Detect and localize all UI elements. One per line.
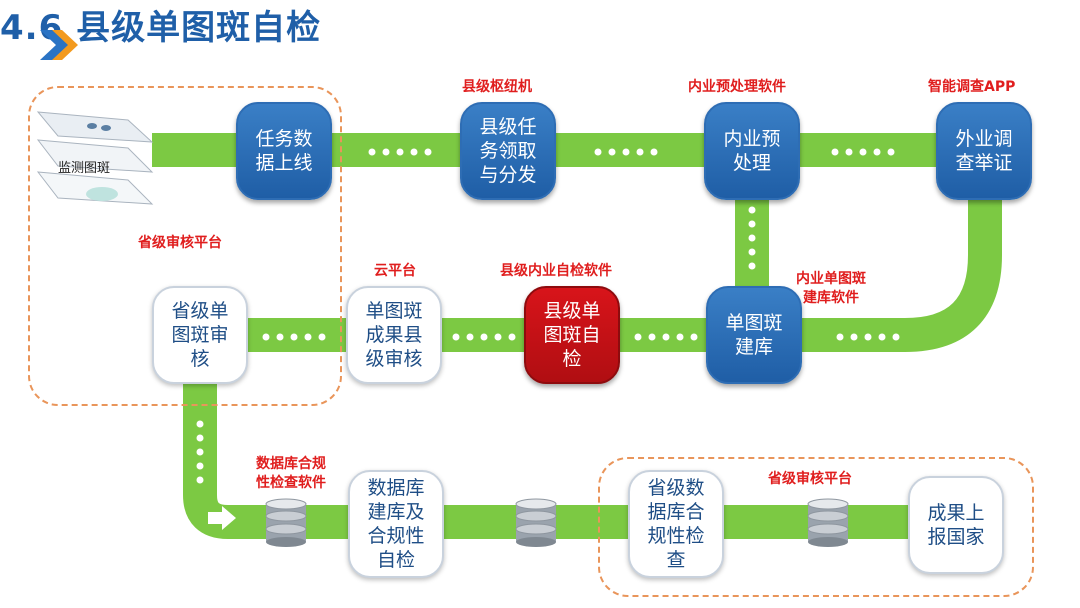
province-platform-region-bottom [598,457,1034,597]
county-hub-label: 县级枢纽机 [462,79,532,95]
node-build-db: 单图斑 建库 [706,286,802,384]
db-check-software-label: 数据库合规 性检查软件 [256,456,326,491]
county-selfcheck-software-label: 县级内业自检软件 [500,263,612,279]
title-chevron-icon [40,30,78,60]
node-county-selfcheck: 县级单 图斑自 检 [524,286,620,384]
node-province-review: 省级单 图斑审 核 [152,286,248,384]
arrow-right-icon [208,506,236,530]
node-province-db-check: 省级数 据库合 规性检 查 [628,470,724,578]
node-preprocess: 内业预 处理 [704,102,800,200]
smart-app-label: 智能调查APP [928,79,1016,95]
node-task-online: 任务数 据上线 [236,102,332,200]
preprocess-software-label: 内业预处理软件 [688,79,786,95]
node-county-review: 单图斑 成果县 级审核 [346,286,442,384]
province-platform-label-top: 省级审核平台 [138,235,222,251]
monitor-spot-label: 监测图斑 [58,161,111,176]
province-platform-label-bottom: 省级审核平台 [768,471,852,487]
database-icon [265,498,307,547]
database-icon [807,498,849,547]
node-db-build-check: 数据库 建库及 合规性 自检 [348,470,444,578]
build-db-software-label: 内业单图斑 建库软件 [796,271,866,306]
map-layers-icon [36,111,154,205]
database-icon [515,498,557,547]
node-report-nation: 成果上 报国家 [908,476,1004,574]
cloud-platform-label: 云平台 [374,263,416,279]
node-field-survey: 外业调 查举证 [936,102,1032,200]
node-county-receive: 县级任 务领取 与分发 [460,102,556,200]
province-platform-region-top [28,86,342,406]
